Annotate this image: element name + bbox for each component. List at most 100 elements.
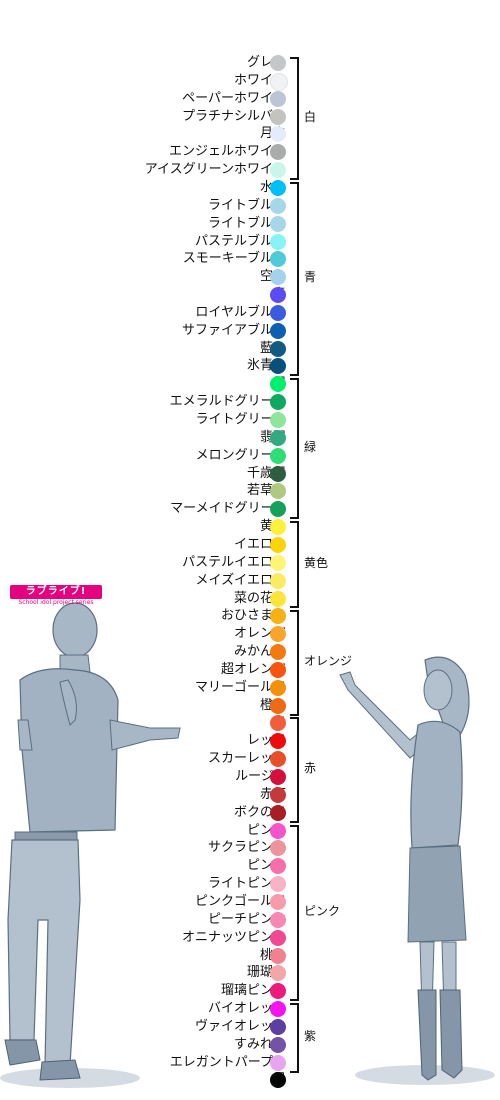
group-label: 紫 (304, 1028, 317, 1043)
color-swatch (270, 465, 286, 482)
color-swatch (270, 1036, 286, 1053)
group-label: 赤 (304, 761, 317, 776)
color-name: サクラピンク (207, 840, 286, 856)
color-swatch (270, 233, 286, 250)
color-swatch (270, 269, 286, 286)
color-name: ピンクゴールド (194, 893, 286, 909)
color-swatch (270, 840, 286, 857)
color-swatch (270, 501, 286, 518)
group-bracket (290, 521, 299, 609)
color-swatch (270, 769, 286, 785)
group-label: 青 (304, 270, 317, 285)
color-name: ライトグリーン (195, 412, 286, 427)
color-swatch (270, 251, 286, 268)
color-swatch (270, 697, 286, 714)
group-label: 白 (304, 109, 317, 124)
color-swatch (270, 590, 286, 607)
color-swatch (270, 287, 286, 304)
group-bracket (290, 717, 299, 823)
color-swatch (270, 786, 286, 803)
color-name: エレガントパープル (169, 1054, 286, 1070)
color-swatch (270, 1072, 286, 1089)
color-name: ライトブルー (207, 215, 286, 231)
group-label: ピンク (304, 903, 341, 918)
color-swatch (270, 376, 286, 393)
color-name: サファイアブルー (181, 322, 286, 338)
color-name: エメラルドグリーン (169, 394, 286, 410)
color-swatch (270, 876, 286, 893)
group-bracket (290, 1003, 299, 1073)
color-name: オニナッツピンク (181, 929, 286, 945)
color-name: ピーチピンク (207, 911, 286, 927)
color-name: ライトブルー (207, 197, 286, 213)
color-name: 瑠璃ピンク (220, 983, 286, 999)
color-swatch (270, 733, 286, 750)
color-swatch (270, 715, 286, 732)
color-swatch (270, 1001, 286, 1018)
color-name: プラチナシルバー (181, 108, 286, 124)
color-swatch (270, 304, 286, 321)
color-swatch (270, 858, 286, 875)
color-swatch (270, 983, 286, 1000)
woman-illustration (339, 656, 495, 1085)
color-swatch (270, 108, 286, 125)
group-bracket (290, 181, 299, 377)
color-name: ライトピンク (207, 876, 286, 892)
color-swatch (270, 893, 286, 910)
color-name: エンジェルホワイト (168, 144, 286, 160)
color-name: マーメイドグリーン (170, 501, 286, 517)
color-swatch (270, 661, 286, 678)
color-swatch (270, 644, 286, 661)
color-swatch (270, 358, 286, 375)
group-bracket (290, 378, 299, 520)
color-name: マリーゴールド (194, 679, 286, 695)
color-name: ロイヤルブルー (195, 304, 286, 320)
color-swatch (270, 751, 286, 768)
color-swatch (270, 572, 286, 589)
color-name: アイスグリーンホワイト (144, 162, 286, 178)
color-swatch (270, 72, 288, 91)
color-name: バイオレット (207, 1001, 286, 1017)
color-swatch (270, 447, 286, 464)
group-bracket (290, 57, 299, 181)
color-swatch (270, 55, 286, 71)
color-name: スカーレット (207, 751, 286, 767)
color-swatch (270, 340, 286, 357)
color-swatch (270, 162, 286, 179)
color-name: ヴァイオレット (194, 1018, 286, 1034)
logo-subtitle: School idol project series (18, 599, 94, 606)
color-swatch (270, 822, 286, 839)
love-live-logo: ラブライブ! School idol project series (10, 585, 102, 607)
color-name: おひさま色 (220, 608, 286, 624)
color-swatch (270, 626, 286, 643)
color-swatch (270, 608, 286, 625)
color-swatch (270, 929, 286, 946)
color-name: パステルイエロー (182, 554, 286, 570)
color-swatch (270, 911, 286, 928)
color-name: スモーキーブルー (182, 251, 286, 267)
color-swatch (270, 519, 286, 536)
color-swatch (270, 394, 286, 411)
group-label: 緑 (304, 439, 317, 454)
color-swatch (270, 429, 286, 446)
color-swatch (270, 679, 286, 696)
color-swatch (270, 554, 286, 571)
color-swatch (270, 965, 286, 982)
color-swatch (270, 1018, 286, 1035)
color-name: メイズイエロー (195, 572, 286, 588)
group-bracket (290, 824, 299, 1002)
color-swatch (270, 536, 286, 553)
color-swatch (270, 412, 286, 428)
man-illustration (0, 602, 181, 1088)
color-swatch (270, 90, 286, 107)
group-bracket (290, 610, 299, 716)
color-swatch (270, 947, 286, 964)
logo-title: ラブライブ! (10, 585, 102, 599)
color-name: ペーパーホワイト (182, 90, 286, 106)
color-swatch (270, 1054, 286, 1071)
color-swatch (270, 144, 286, 161)
group-label: 黄色 (304, 555, 329, 570)
color-swatch (270, 804, 286, 821)
color-name: パステルブルー (194, 233, 286, 249)
